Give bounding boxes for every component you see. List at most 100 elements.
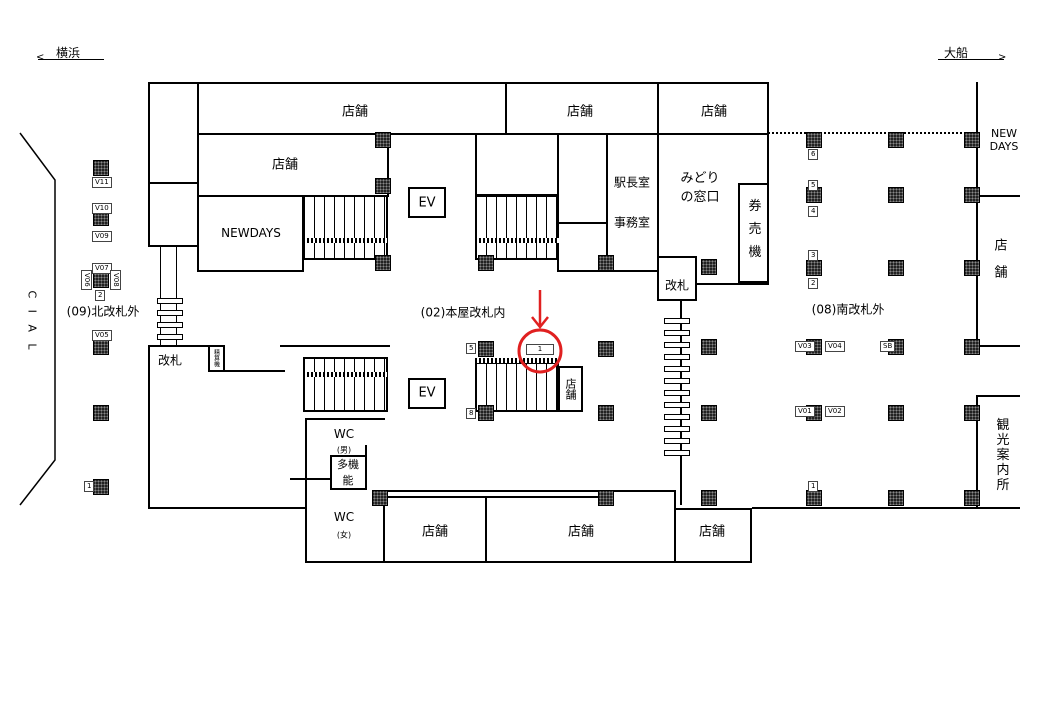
ad-tag[interactable]: 5: [808, 180, 819, 191]
highlight-marker: [517, 290, 563, 374]
ad-tag[interactable]: V04: [825, 341, 845, 352]
shop-bottom-1: [383, 490, 487, 563]
ad-tag[interactable]: 1: [808, 481, 819, 492]
fare-adjust-machine[interactable]: [208, 345, 225, 372]
shop-label: 店舗: [564, 378, 577, 400]
shop-label: 店舗: [271, 157, 299, 173]
pillar-ad-space[interactable]: [598, 405, 614, 421]
ad-tag[interactable]: 5: [466, 343, 477, 354]
ad-tag[interactable]: 8: [466, 408, 477, 419]
ad-tag[interactable]: 3: [808, 250, 819, 261]
escalator: [303, 195, 388, 260]
tourist-info-label: 観光案内所: [993, 417, 1009, 493]
gate-south[interactable]: [657, 256, 697, 301]
pillar-ad-space[interactable]: [598, 255, 614, 271]
shop-small: [558, 366, 583, 412]
pillar-ad-space[interactable]: [375, 178, 391, 194]
ad-tag[interactable]: V03: [795, 341, 815, 352]
direction-yokohama: 横浜 <: [36, 44, 104, 63]
pillar-ad-space[interactable]: [375, 132, 391, 148]
pillar-ad-space[interactable]: [93, 160, 109, 176]
pillar-ad-space[interactable]: [964, 260, 980, 276]
ad-tag[interactable]: V08: [110, 270, 121, 290]
ad-tag[interactable]: V11: [92, 177, 112, 188]
ad-tag[interactable]: V05: [92, 330, 112, 341]
pillar-ad-space[interactable]: [964, 405, 980, 421]
elevator-south[interactable]: [408, 378, 446, 409]
office-label: 事務室: [613, 215, 651, 230]
pillar-ad-space[interactable]: [478, 405, 494, 421]
ad-tag[interactable]: V09: [92, 231, 112, 242]
shop-label: 店舗: [991, 238, 1007, 292]
pillar-ad-space[interactable]: [93, 272, 109, 288]
pillar-ad-space[interactable]: [701, 259, 717, 275]
ticket-gate: [664, 318, 690, 324]
pillar-ad-space[interactable]: [964, 490, 980, 506]
ad-tag[interactable]: V10: [92, 203, 112, 214]
ad-tag[interactable]: SB: [880, 341, 896, 352]
shop-label: 店舗: [698, 524, 726, 540]
ticket-gate: [664, 414, 690, 420]
pillar-ad-space[interactable]: [93, 479, 109, 495]
ad-tag[interactable]: 4: [808, 206, 819, 217]
ad-tag[interactable]: V01: [795, 406, 815, 417]
pillar-ad-space[interactable]: [806, 260, 822, 276]
escalator: [303, 357, 388, 412]
pillar-ad-space[interactable]: [964, 339, 980, 355]
left-column: [148, 182, 199, 247]
south-outside-label: (08)南改札外: [811, 302, 885, 317]
ticket-gate: [664, 354, 690, 360]
pillar-ad-space[interactable]: [888, 132, 904, 148]
pillar-ad-space[interactable]: [701, 339, 717, 355]
multipurpose-label: 多機能: [337, 458, 359, 487]
cial-label: C I A L: [25, 290, 39, 354]
gate-label: 改札: [157, 353, 183, 368]
pillar-ad-space[interactable]: [964, 132, 980, 148]
pillar-ad-space[interactable]: [806, 187, 822, 203]
target-ad-tag[interactable]: 1: [526, 344, 554, 355]
shop-label: 店舗: [700, 104, 728, 120]
pillar-ad-space[interactable]: [888, 405, 904, 421]
pillar-ad-space[interactable]: [598, 490, 614, 506]
ticket-machine-label: 券売機: [745, 198, 761, 268]
gate-label: 改札: [664, 278, 690, 293]
pillar-ad-space[interactable]: [888, 260, 904, 276]
pillar-ad-space[interactable]: [598, 341, 614, 357]
pillar-ad-space[interactable]: [806, 490, 822, 506]
arrow-right-icon: >: [998, 52, 1007, 63]
pillar-ad-space[interactable]: [701, 405, 717, 421]
ticket-gate: [664, 342, 690, 348]
pillar-ad-space[interactable]: [806, 132, 822, 148]
ev-label: EV: [418, 195, 436, 211]
elevator-north[interactable]: [408, 187, 446, 218]
shop-label: 店舗: [566, 104, 594, 120]
pillar-ad-space[interactable]: [964, 187, 980, 203]
pillar-ad-space[interactable]: [888, 490, 904, 506]
pillar-ad-space[interactable]: [93, 405, 109, 421]
ticket-machine[interactable]: [738, 183, 769, 283]
ad-tag[interactable]: V07: [92, 263, 112, 274]
shop-label: 店舗: [567, 524, 595, 540]
pillar-ad-space[interactable]: [375, 255, 391, 271]
ticket-gate: [664, 330, 690, 336]
ad-tag[interactable]: V06: [81, 270, 92, 290]
pillar-ad-space[interactable]: [888, 187, 904, 203]
pillar-ad-space[interactable]: [701, 490, 717, 506]
ad-tag[interactable]: 6: [808, 149, 819, 160]
shop-top-3: [657, 82, 769, 135]
escalator: [475, 195, 559, 260]
pillar-ad-space[interactable]: [478, 255, 494, 271]
station-master-label: 駅長室: [613, 175, 651, 190]
ad-tag[interactable]: 2: [808, 278, 819, 289]
arrow-left-icon: <: [36, 52, 45, 63]
ticket-gate: [664, 366, 690, 372]
pillar-ad-space[interactable]: [372, 490, 388, 506]
pillar-ad-space[interactable]: [93, 210, 109, 226]
ad-tag[interactable]: V02: [825, 406, 845, 417]
ticket-gate: [664, 378, 690, 384]
pillar-ad-space[interactable]: [478, 341, 494, 357]
north-outside-label: (09)北改札外: [66, 304, 140, 319]
ad-tag[interactable]: 2: [95, 290, 106, 301]
ad-tag[interactable]: 1: [84, 481, 95, 492]
pillar-ad-space[interactable]: [93, 339, 109, 355]
